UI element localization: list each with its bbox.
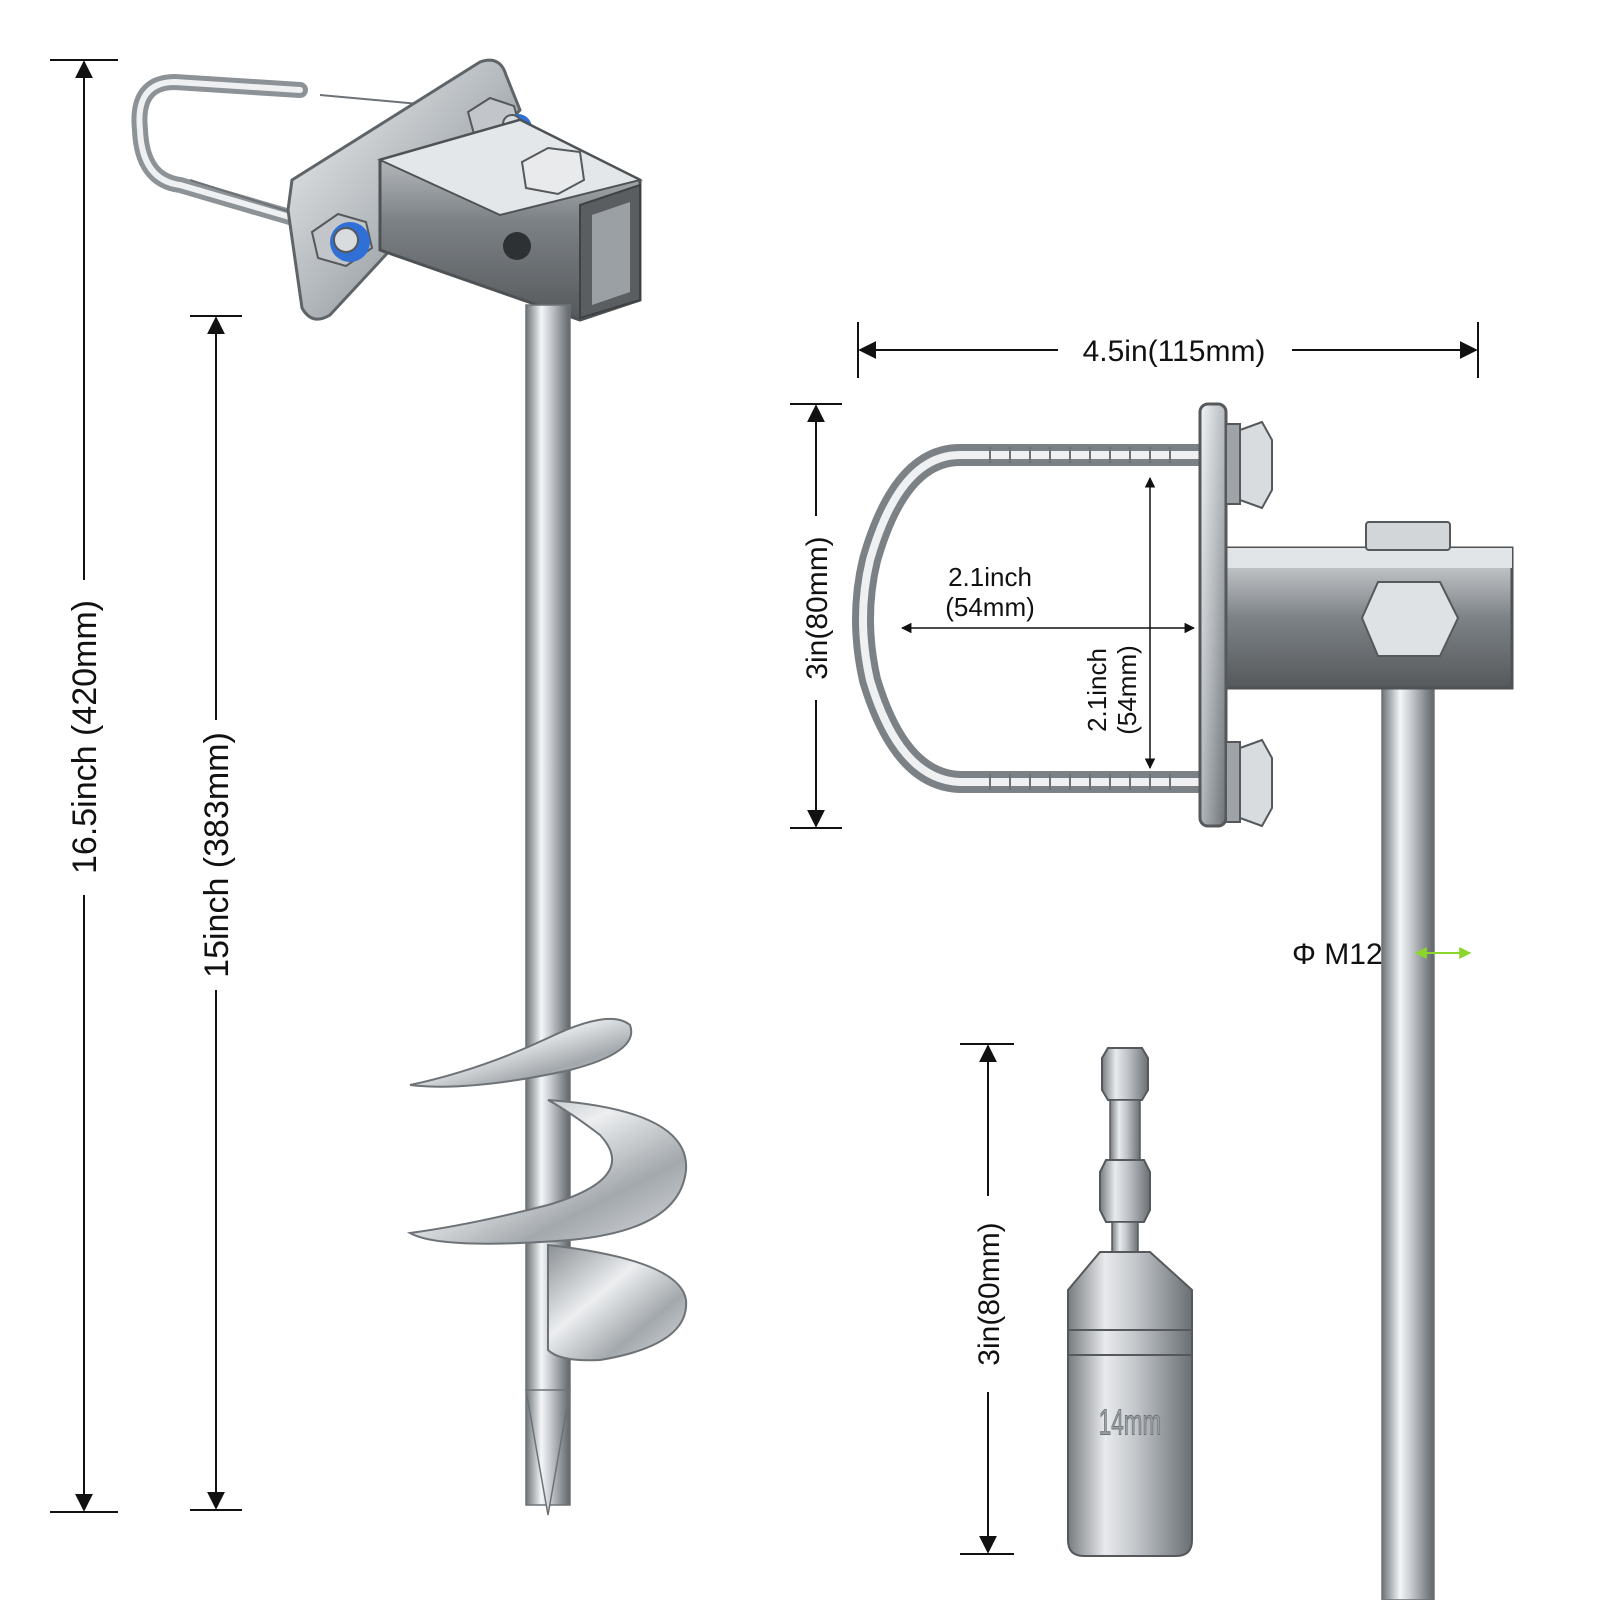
auger-length-label: 15inch (383mm) bbox=[198, 732, 236, 978]
rod-diameter-marker: Φ M12 bbox=[1292, 938, 1472, 971]
socket-length-dimension: 3in(80mm) bbox=[960, 1043, 1014, 1555]
u-bolt-bracket-icon bbox=[852, 402, 1514, 1600]
socket-size-label: 14mm bbox=[1099, 1403, 1161, 1443]
bracket-width-label: 4.5in(115mm) bbox=[1083, 335, 1266, 368]
total-height-dimension: 16.5inch (420mm) bbox=[50, 59, 118, 1513]
hex-socket-adapter-icon: 14mm bbox=[1067, 1047, 1193, 1557]
nut-icon bbox=[310, 212, 374, 268]
auger-anchor-icon bbox=[131, 58, 688, 1516]
nut-icon bbox=[1225, 420, 1273, 510]
ubolt-inner-height-metric: (54mm) bbox=[1112, 645, 1142, 735]
ubolt-height-label: 3in(80mm) bbox=[801, 536, 834, 679]
ubolt-height-dimension: 3in(80mm) bbox=[790, 403, 842, 829]
bracket-width-dimension: 4.5in(115mm) bbox=[857, 322, 1479, 378]
ubolt-inner-width-label: 2.1inch bbox=[948, 562, 1032, 592]
ubolt-inner-width-metric: (54mm) bbox=[945, 592, 1035, 622]
ubolt-inner-height-dimension: 2.1inch (54mm) bbox=[1082, 476, 1156, 770]
socket-length-label: 3in(80mm) bbox=[973, 1222, 1006, 1365]
auger-length-dimension: 15inch (383mm) bbox=[190, 315, 242, 1511]
total-height-label: 16.5inch (420mm) bbox=[66, 600, 104, 874]
rod-diameter-label: Φ M12 bbox=[1292, 938, 1383, 971]
nut-icon bbox=[1225, 738, 1273, 828]
ubolt-inner-height-label: 2.1inch bbox=[1082, 648, 1112, 732]
